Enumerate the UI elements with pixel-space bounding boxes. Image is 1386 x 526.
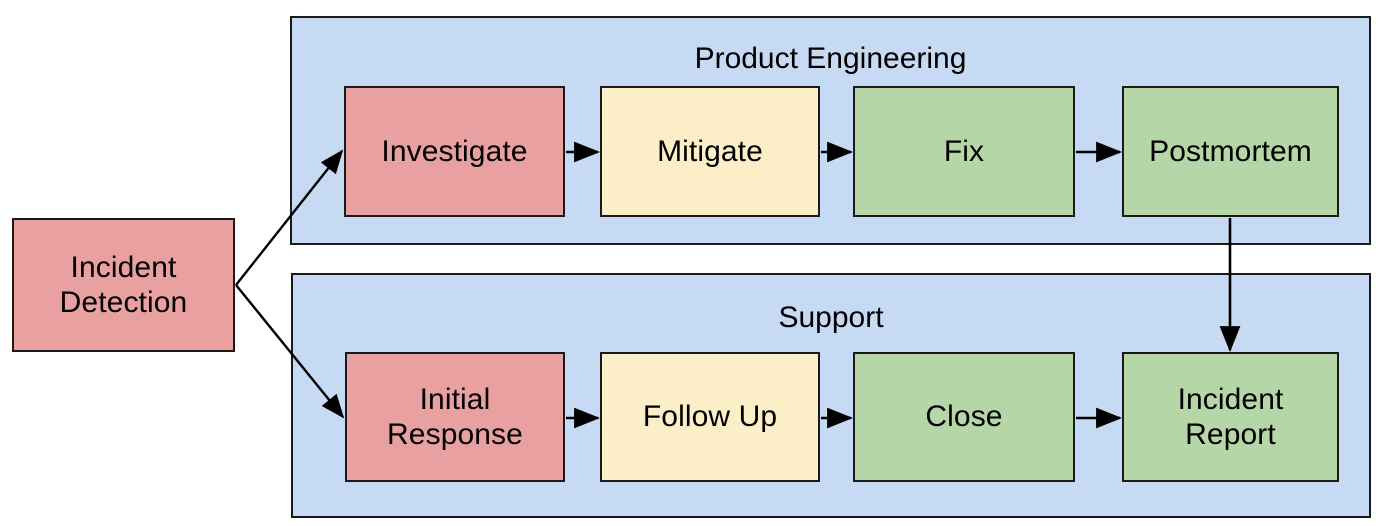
node-investigate[interactable]: Investigate	[344, 86, 565, 217]
node-incident-report[interactable]: Incident Report	[1122, 352, 1339, 482]
node-postmortem[interactable]: Postmortem	[1122, 86, 1339, 217]
node-close[interactable]: Close	[853, 352, 1075, 482]
node-mitigate[interactable]: Mitigate	[600, 86, 820, 217]
node-follow-up[interactable]: Follow Up	[600, 352, 820, 482]
swimlane-title-support: Support	[778, 301, 884, 334]
node-initial-response[interactable]: Initial Response	[345, 352, 565, 482]
swimlane-title-product-engineering: Product Engineering	[694, 42, 967, 75]
node-fix[interactable]: Fix	[853, 86, 1075, 217]
node-incident-detection[interactable]: Incident Detection	[12, 218, 235, 352]
